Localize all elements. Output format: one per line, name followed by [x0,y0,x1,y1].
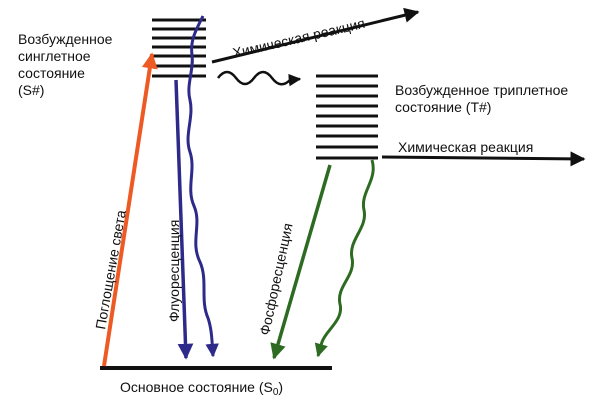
ground-state-label: Основное состояние (S0) [120,379,283,398]
singlet-label: Возбужденное синглетное состояние (S#) [18,31,116,98]
triplet-levels [316,74,378,160]
triplet-label-line-1: Возбужденное триплетное [395,82,568,98]
singlet-label-line-2: синглетное [18,48,91,64]
intersystem-crossing-arrow [217,70,302,87]
singlet-label-line-4: (S#) [18,82,44,98]
phosphorescence-arrow-straight [270,164,332,360]
singlet-label-line-1: Возбужденное [18,31,113,47]
absorption-arrow [102,52,158,367]
reaction-label-right: Химическая реакция [398,139,533,155]
phosphorescence-arrow-wavy [314,159,375,358]
singlet-label-line-3: состояние [18,65,85,81]
singlet-levels [152,18,206,78]
absorption-label: Поглощение света [92,209,129,331]
reaction-arrow-right [381,151,586,167]
fluorescence-label: Флуоресценция [166,220,182,322]
reaction-arrow-top [211,7,420,64]
fluorescence-arrow-wavy [186,15,219,358]
phosphorescence-label: Фосфоресценция [256,222,295,337]
reaction-label-top: Химическая реакция [231,15,366,61]
fluorescence-arrow-straight [174,79,194,360]
triplet-label: Возбужденное триплетное состояние (T#) [395,82,572,115]
triplet-label-line-2: состояние (T#) [395,99,491,115]
